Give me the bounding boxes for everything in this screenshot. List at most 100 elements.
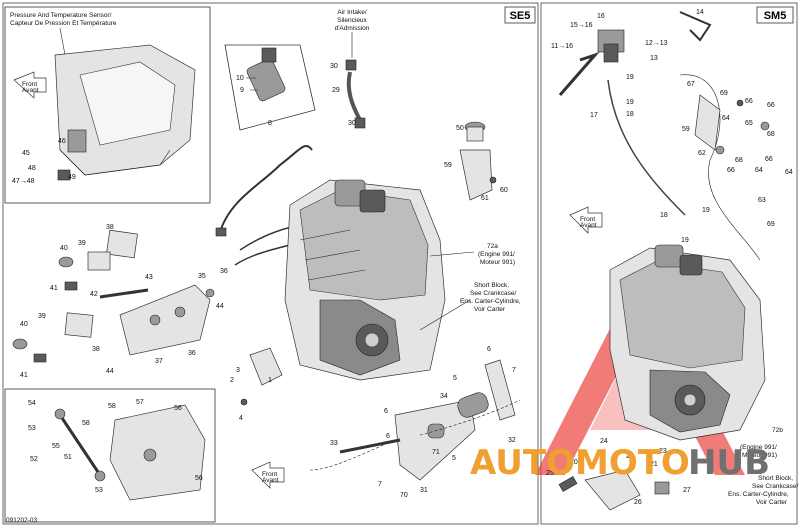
short-b-note-1: Short Block, [758, 475, 793, 482]
short-b-note-3: Ens. Carter-Cylindre, [728, 491, 789, 498]
catalog-code: 091202-03 [6, 517, 37, 524]
brake-line [607, 79, 686, 216]
label-44a: 44 [216, 303, 224, 310]
label-19b: 19 [626, 99, 634, 106]
watermark-moto: MOTO [575, 443, 690, 483]
label-59b: 59 [682, 126, 690, 133]
short-b-note-2: See Crankcase/ [752, 483, 798, 490]
label-58b: 58 [108, 403, 116, 410]
damper-34 [457, 392, 489, 418]
label-11-16: 11→16 [551, 43, 573, 50]
label-57: 57 [136, 399, 144, 406]
label-49: 49 [68, 174, 76, 181]
cable-outline [679, 74, 761, 261]
label-16: 16 [597, 13, 605, 20]
intake-hose [346, 71, 362, 121]
nut-68 [760, 121, 770, 131]
label-71: 71 [432, 449, 440, 456]
mount-plates-upper [58, 229, 138, 291]
short-a-note-3: Ens. Carter-Cylindre, [460, 298, 521, 305]
label-42: 42 [90, 291, 98, 298]
label-53b: 53 [95, 487, 103, 494]
rod-end-lower [94, 470, 106, 482]
se5-panel-frame [2, 2, 539, 525]
intake-note-2: Silencieux [337, 17, 367, 24]
label-3: 3 [236, 367, 240, 374]
label-15-16: 15→16 [570, 22, 593, 29]
label-26: 26 [634, 499, 642, 506]
bolt-60 [489, 176, 497, 184]
label-54: 54 [28, 400, 36, 407]
label-27: 27 [683, 487, 691, 494]
label-55: 55 [52, 443, 60, 450]
label-59a: 59 [444, 162, 452, 169]
label-56b: 56 [195, 475, 203, 482]
engine-mount-37 [119, 284, 211, 356]
bracket-hole [143, 448, 157, 462]
label-39b: 39 [38, 313, 46, 320]
label-47-48: 47→48 [12, 178, 35, 185]
label-40b: 40 [20, 321, 28, 328]
washer-35 [205, 288, 215, 298]
label-69b: 69 [767, 221, 775, 228]
engine-a-leader [429, 251, 475, 257]
label-18b: 18 [660, 212, 668, 219]
short-a-note-4: Voir Carter [474, 306, 506, 313]
label-40a: 40 [60, 245, 68, 252]
label-65: 65 [745, 120, 753, 127]
label-69a: 69 [720, 90, 728, 97]
label-45: 45 [22, 150, 30, 157]
front-arrow-1 [13, 71, 47, 99]
label-56a: 56 [174, 405, 182, 412]
bracket-26 [584, 469, 641, 511]
label-36b: 36 [188, 350, 196, 357]
front-arrow-3 [569, 206, 603, 234]
sensor-clip [57, 169, 71, 181]
label-34: 34 [440, 393, 448, 400]
bolt-25 [558, 476, 578, 492]
label-35: 35 [198, 273, 206, 280]
label-66b: 66 [767, 102, 775, 109]
label-20: 20 [570, 459, 578, 466]
label-13: 13 [650, 55, 658, 62]
engine-b-note-3: Moteur 991) [742, 452, 777, 459]
bushing-27 [654, 481, 670, 495]
clamp-upper [345, 59, 357, 71]
mount-bracket-lower [394, 399, 476, 481]
label-67: 67 [687, 81, 695, 88]
label-17: 17 [590, 112, 598, 119]
label-5b: 5 [452, 455, 456, 462]
harness-connector [215, 227, 227, 237]
short-a-note-2: See Crankcase/ [470, 290, 516, 297]
bolt-42 [99, 288, 149, 299]
clamp-lower [354, 117, 366, 129]
bracket-plate [109, 404, 206, 501]
label-44b: 44 [106, 368, 114, 375]
front-arrow-3-l2: Avant [580, 222, 597, 229]
brake-cylinder [558, 29, 625, 96]
short-a-leader [419, 299, 471, 331]
label-41a: 41 [50, 285, 58, 292]
label-53a: 53 [28, 425, 36, 432]
label-29: 29 [332, 87, 340, 94]
label-30a: 30 [330, 63, 338, 70]
rod-51 [58, 414, 102, 476]
label-36a: 36 [220, 268, 228, 275]
label-66a: 66 [745, 98, 753, 105]
label-22: 22 [626, 453, 634, 460]
label-66c: 66 [765, 156, 773, 163]
label-14: 14 [696, 9, 704, 16]
label-68a: 68 [767, 131, 775, 138]
label-9: 9 [240, 87, 244, 94]
bracket-1 [249, 347, 283, 386]
engine-b-note-1: 72b [772, 427, 783, 434]
label-25: 25 [546, 470, 554, 477]
se5-tag-box [504, 6, 536, 24]
label-68b: 68 [735, 157, 743, 164]
engine-a-note-3: Moteur 991) [480, 259, 515, 266]
front-arrow-2-l1: Front [262, 471, 277, 478]
label-50: 50 [456, 125, 464, 132]
sensor-note-2: Capteur De Pression Et Température [10, 20, 117, 27]
